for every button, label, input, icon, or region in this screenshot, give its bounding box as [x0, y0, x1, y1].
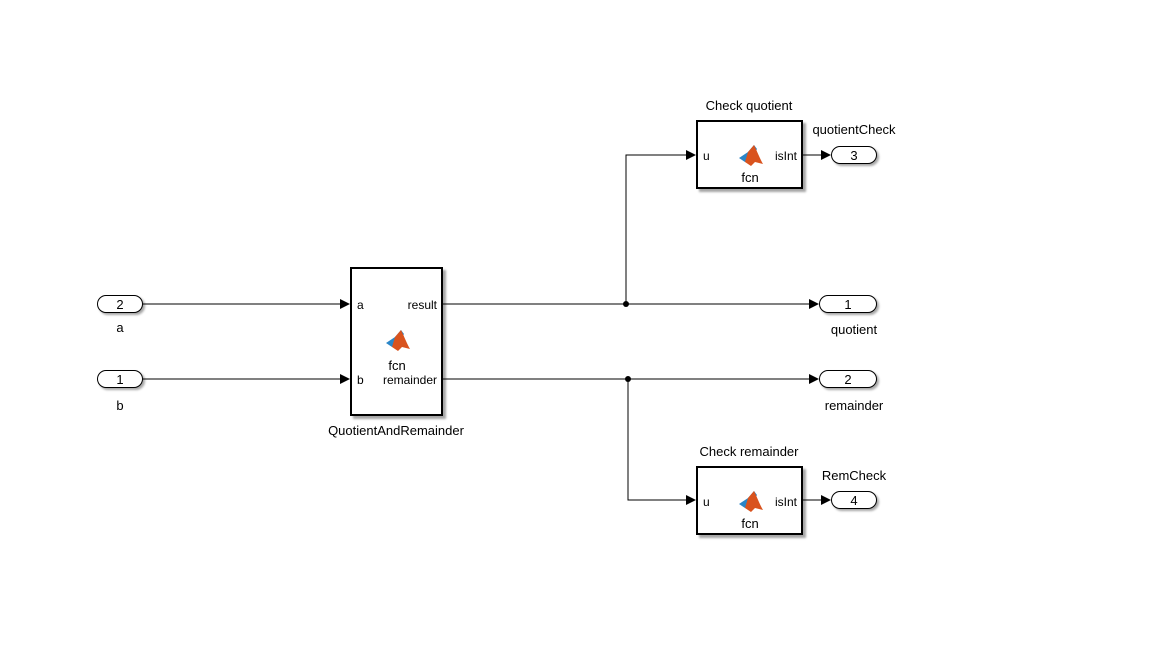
outport-quotient-label: quotient — [830, 322, 878, 337]
check-remainder-block[interactable]: u isInt fcn — [696, 466, 803, 535]
port-label-a: a — [357, 298, 364, 312]
check-quotient-name: Check quotient — [705, 98, 793, 113]
function-name-label: fcn — [741, 516, 759, 531]
quotient-and-remainder-name: QuotientAndRemainder — [328, 423, 464, 438]
port-label-u: u — [703, 149, 710, 163]
branch-point-remainder — [625, 376, 631, 382]
signal-branch-remainder-to-check-remainder[interactable] — [627, 379, 696, 505]
outport-rem-check-label: RemCheck — [821, 468, 887, 483]
port-label-isint: isInt — [774, 149, 797, 163]
outport-quotient[interactable]: 1 — [819, 295, 877, 313]
port-label-result: result — [407, 298, 437, 312]
inport-b-label: b — [116, 398, 124, 413]
function-name-label: fcn — [741, 170, 759, 185]
outport-quotient-check-label: quotientCheck — [812, 122, 896, 137]
inport-a-label: a — [116, 320, 124, 335]
port-label-b: b — [357, 373, 364, 387]
branch-point-result — [623, 301, 629, 307]
outport-remainder[interactable]: 2 — [819, 370, 877, 388]
outport-remainder-label: remainder — [824, 398, 884, 413]
check-remainder-name: Check remainder — [699, 444, 799, 459]
port-label-remainder: remainder — [382, 373, 437, 387]
outport-quotient-check[interactable]: 3 — [831, 146, 877, 164]
inport-b[interactable]: 1 — [97, 370, 143, 388]
quotient-and-remainder-block[interactable]: a b result remainder fcn — [350, 267, 443, 416]
signal-branch-result-to-check-quotient[interactable] — [625, 150, 696, 304]
matlab-function-icon — [739, 491, 763, 512]
check-quotient-block[interactable]: u isInt fcn — [696, 120, 803, 189]
function-name-label: fcn — [388, 358, 406, 373]
matlab-function-icon — [386, 330, 410, 351]
port-label-isint: isInt — [774, 495, 797, 509]
matlab-function-icon — [739, 145, 763, 166]
outport-rem-check[interactable]: 4 — [831, 491, 877, 509]
port-label-u: u — [703, 495, 710, 509]
inport-a[interactable]: 2 — [97, 295, 143, 313]
